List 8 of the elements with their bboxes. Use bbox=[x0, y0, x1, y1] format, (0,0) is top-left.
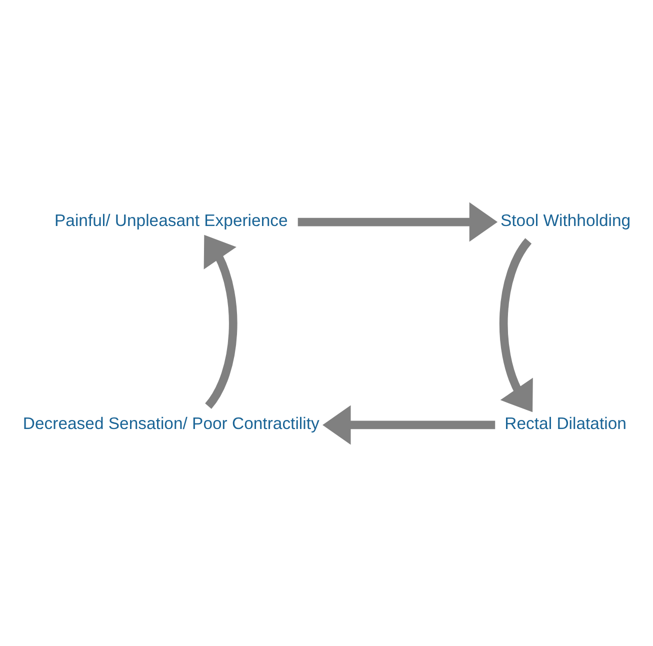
arrow bbox=[499, 238, 533, 412]
arrow bbox=[298, 202, 498, 242]
arrow bbox=[322, 404, 496, 444]
arrow bbox=[204, 234, 238, 408]
node-text: Rectal Dilatation bbox=[504, 413, 626, 432]
node-text: Painful/ Unpleasant Experience bbox=[54, 210, 288, 230]
node-text: Stool Withholding bbox=[500, 210, 631, 230]
node-text: Decreased Sensation/ Poor Contractility bbox=[22, 413, 320, 432]
